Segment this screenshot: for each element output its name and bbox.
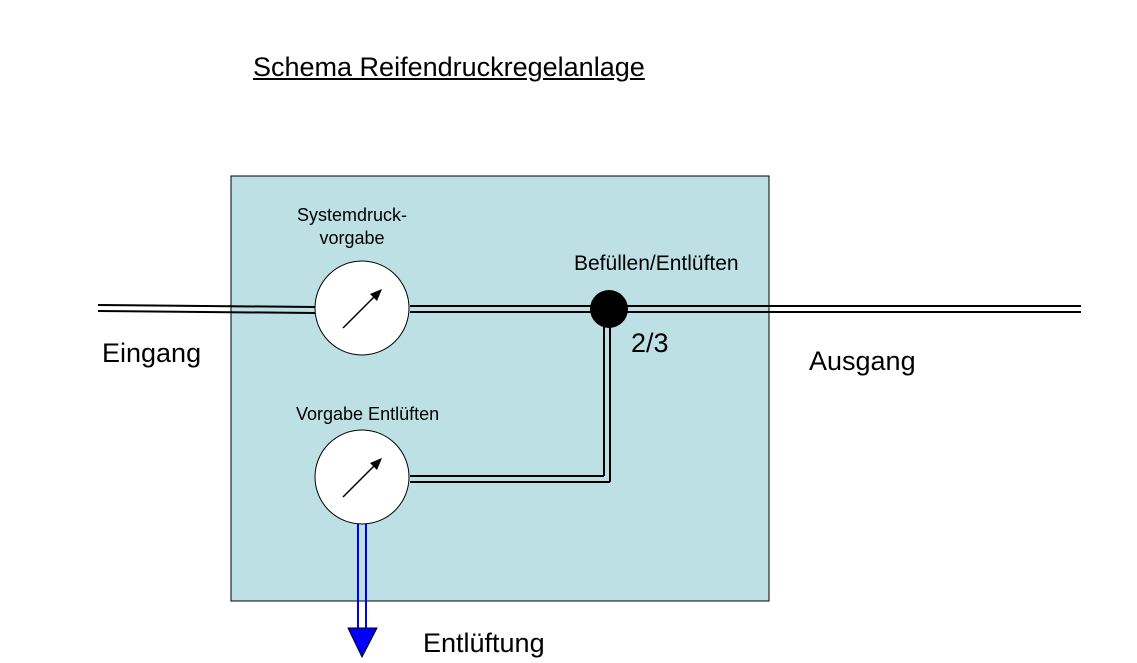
inlet-pipe xyxy=(97,304,317,314)
vent-arrow-icon xyxy=(347,627,378,659)
vent-setpoint-label: Vorgabe Entlüften xyxy=(296,404,440,424)
fill-vent-label: Befüllen/Entlüften xyxy=(574,252,739,275)
system-pressure-label: Systemdruck- vorgabe xyxy=(278,204,426,250)
main-pipe xyxy=(410,305,598,313)
diagram-title: Schema Reifendruckregelanlage xyxy=(253,52,645,82)
branch-pipe-vertical xyxy=(603,320,611,482)
vent-label: Entlüftung xyxy=(423,628,545,658)
vent-pipe xyxy=(357,524,367,628)
branch-pipe-horizontal xyxy=(410,475,610,483)
system-pressure-label-text: Systemdruck- vorgabe xyxy=(296,205,408,248)
valve-junction-icon xyxy=(590,290,628,328)
system-pressure-gauge-icon xyxy=(314,260,410,356)
outlet-label: Ausgang xyxy=(809,346,916,376)
inlet-label: Eingang xyxy=(102,338,202,368)
valve-ratio-label: 2/3 xyxy=(631,328,669,358)
control-unit-box xyxy=(230,175,770,602)
vent-setpoint-gauge-icon xyxy=(314,429,410,525)
outlet-pipe xyxy=(620,305,1081,313)
